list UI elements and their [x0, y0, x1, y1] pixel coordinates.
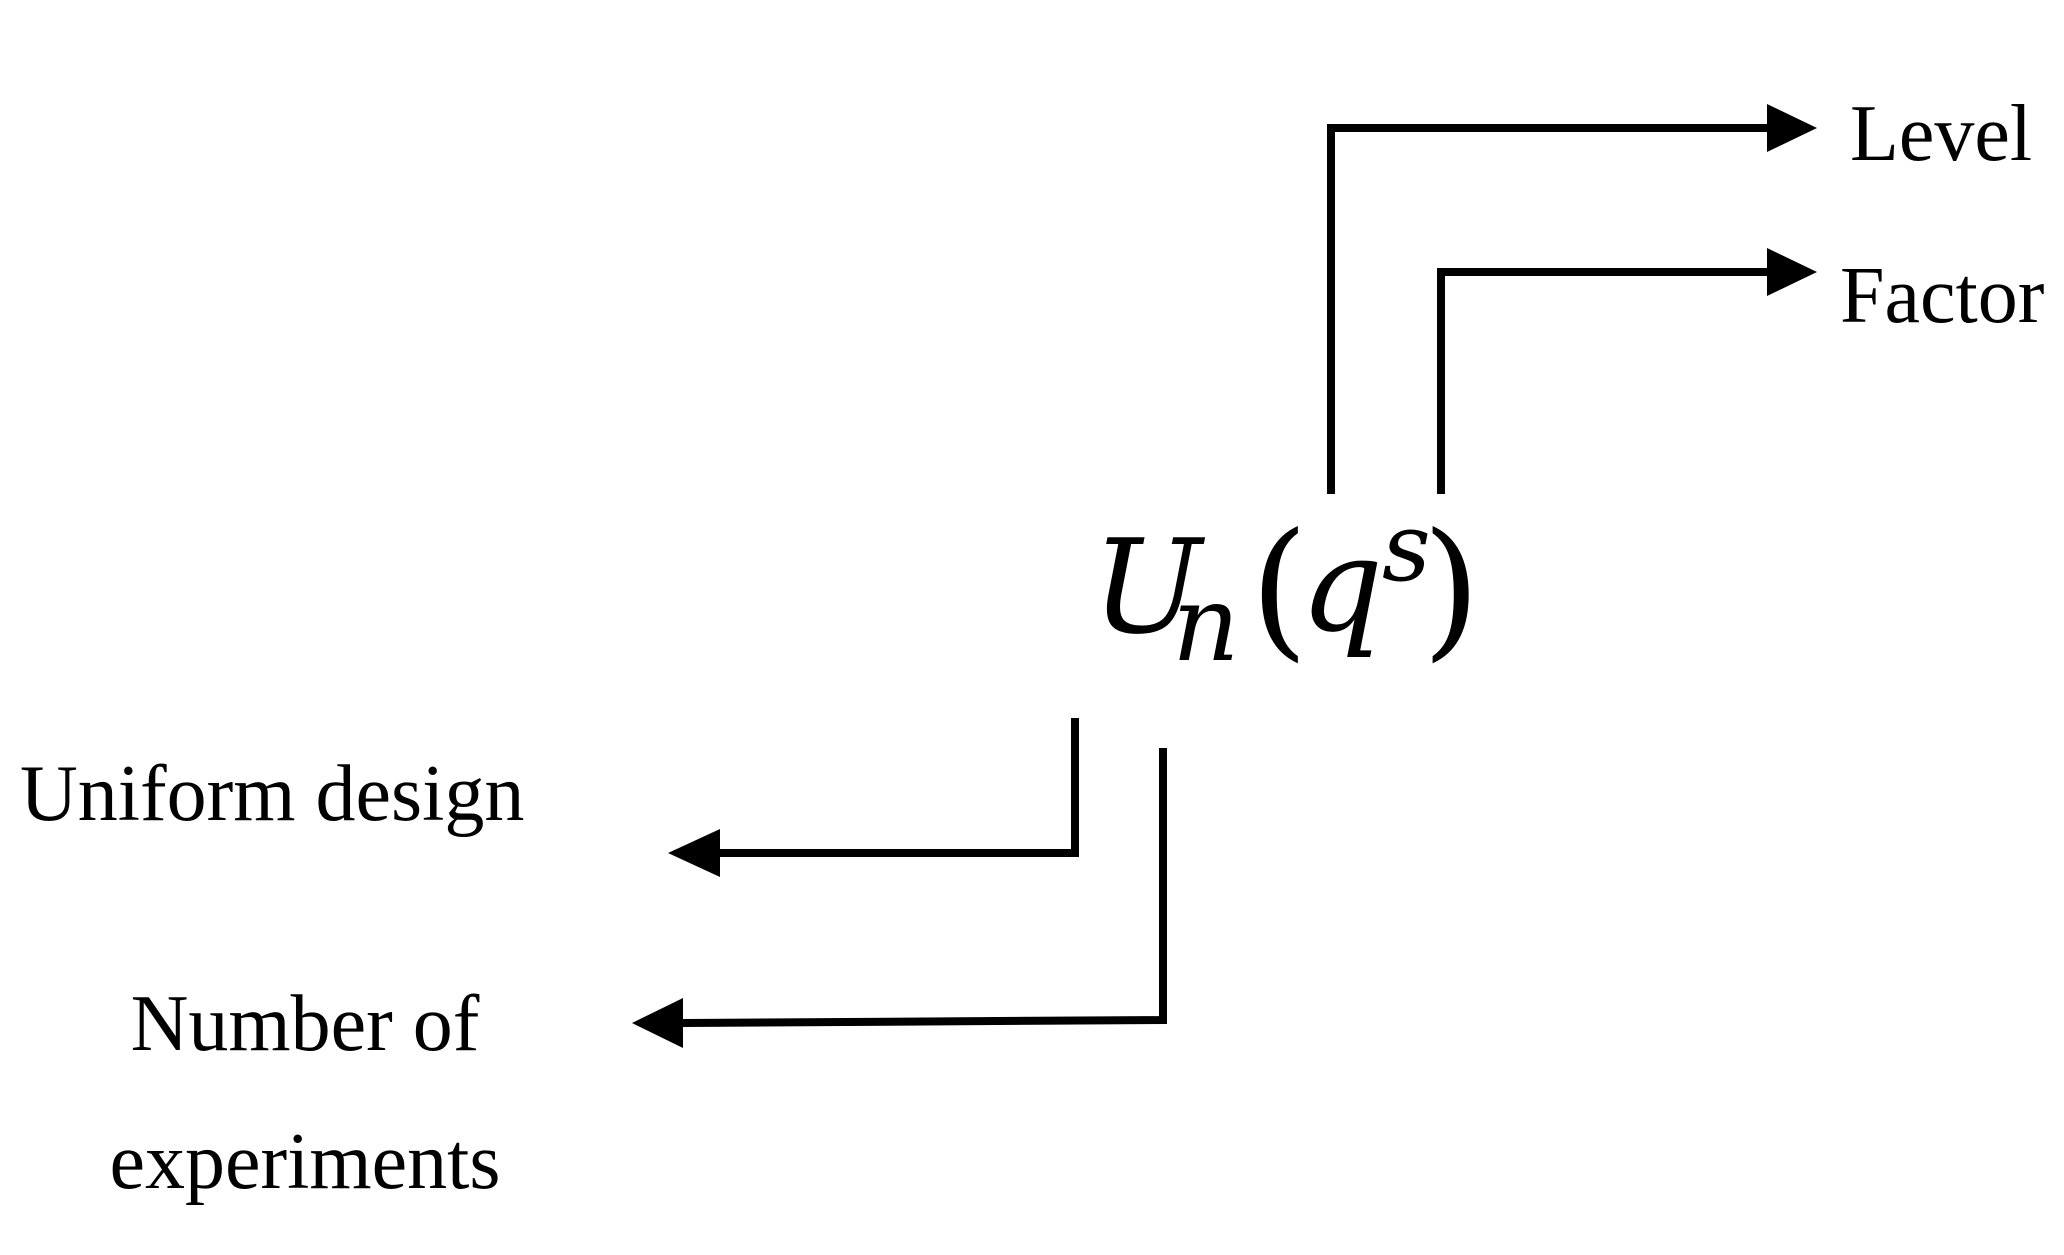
level-connector: [1327, 104, 1817, 494]
factor-connector-line: [1437, 268, 1775, 494]
number-of-experiments-arrowhead: [632, 998, 683, 1048]
level-label: Level: [1850, 90, 2032, 178]
level-connector-line: [1327, 124, 1775, 494]
level-arrowhead: [1767, 104, 1817, 152]
uniform-design-connector-line: [712, 718, 1079, 857]
factor-connector: [1437, 248, 1817, 494]
number-of-experiments-connector: [632, 748, 1167, 1048]
formula-symbol: U: [1092, 511, 1206, 663]
factor-label: Factor: [1840, 252, 2044, 340]
uniform-design-label: Uniform design: [20, 750, 524, 838]
formula-open-paren: (: [1250, 502, 1309, 676]
formula-base: q: [1300, 509, 1383, 661]
number-of-experiments-connector-line: [682, 748, 1167, 1027]
number-of-experiments-label-line2: experiments: [110, 1118, 501, 1206]
number-of-experiments-label-line1: Number of: [131, 980, 480, 1068]
formula-close-paren: ): [1422, 502, 1481, 676]
uniform-design-arrowhead: [668, 829, 720, 877]
formula: U n ( q s ): [1092, 493, 1481, 685]
uniform-design-connector: [668, 718, 1079, 877]
formula-superscript: s: [1382, 493, 1431, 603]
factor-arrowhead: [1767, 248, 1817, 296]
formula-subscript: n: [1172, 563, 1240, 685]
